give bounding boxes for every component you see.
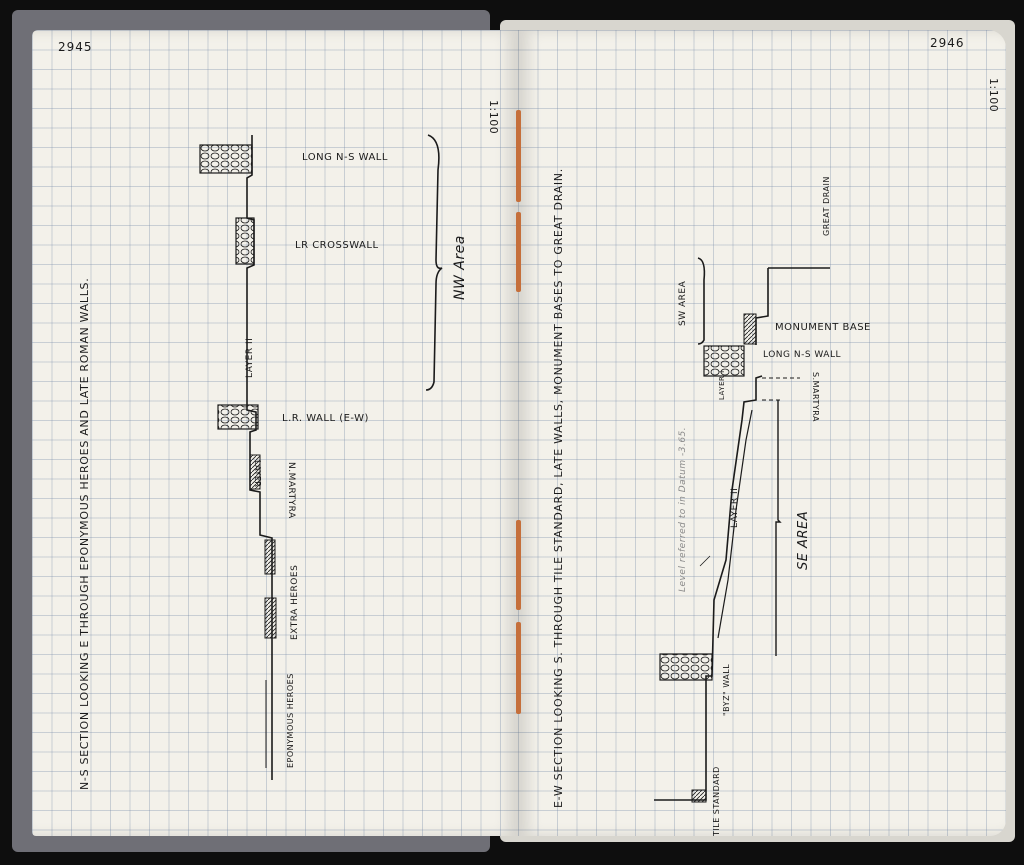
left-page — [32, 30, 518, 836]
label-lr-wall: L.R. WALL (E-W) — [282, 413, 369, 424]
hatched-block — [264, 539, 276, 575]
binding-stitch — [516, 520, 521, 610]
hatched-block — [249, 454, 261, 490]
right-page-number: 2946 — [930, 36, 965, 50]
hatched-block — [743, 313, 757, 345]
right-section-profile — [654, 257, 830, 801]
binding-stitch — [516, 110, 521, 202]
left-section-profile — [246, 134, 443, 780]
hatched-block — [691, 789, 707, 803]
label-long-ns-wall-right: LONG N-S WALL — [763, 350, 841, 360]
binding-stitch — [516, 622, 521, 714]
rubble-block — [235, 217, 255, 265]
label-monument-base: MONUMENT BASE — [775, 322, 871, 333]
binding-stitch — [516, 212, 521, 292]
hatched-block — [264, 597, 277, 639]
right-page — [518, 30, 1006, 836]
rubble-block — [703, 345, 745, 377]
left-page-number: 2945 — [58, 40, 93, 54]
label-lr-crosswall: LR CROSSWALL — [295, 240, 379, 251]
label-long-ns-wall: LONG N-S WALL — [302, 152, 388, 163]
rubble-block — [659, 653, 713, 681]
rubble-block — [217, 404, 259, 430]
rubble-block — [199, 144, 253, 174]
